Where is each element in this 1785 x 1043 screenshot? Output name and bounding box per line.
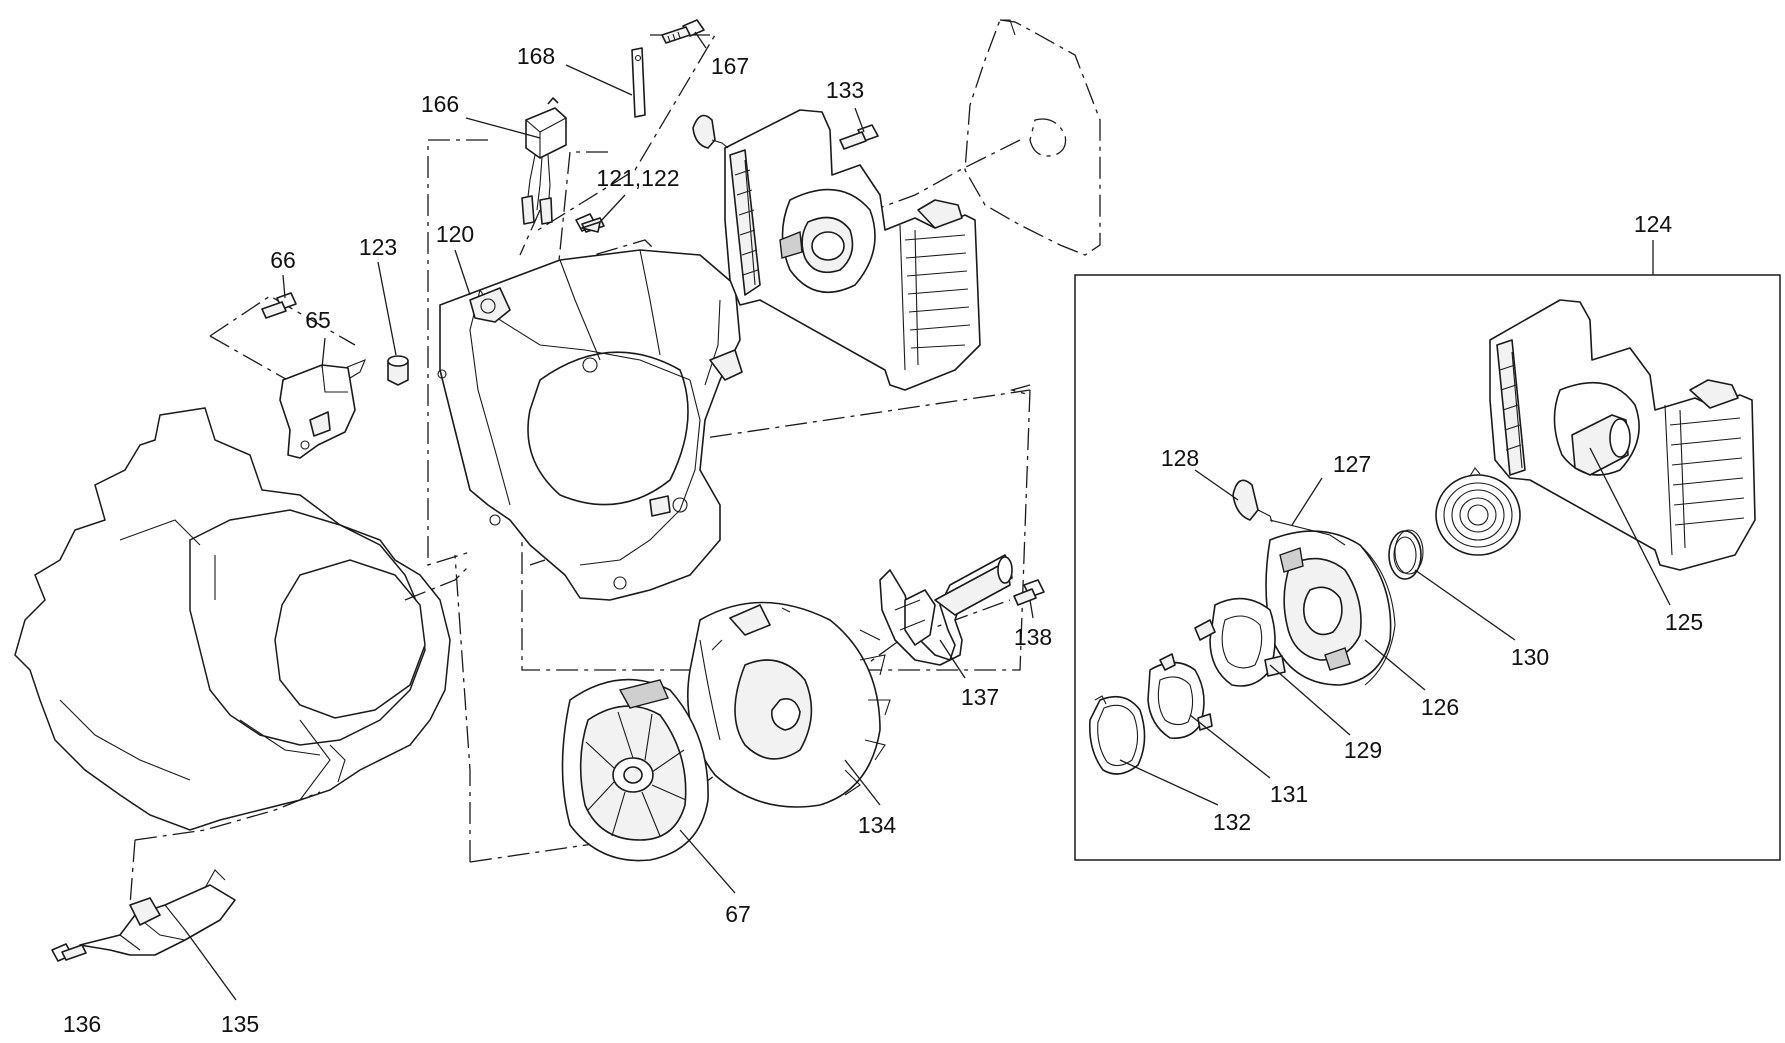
label-167: 167 bbox=[711, 53, 749, 79]
part-132-circlip bbox=[1088, 695, 1146, 775]
label-65: 65 bbox=[305, 307, 331, 333]
part-121-122-bolt bbox=[575, 213, 605, 233]
part-65-bracket bbox=[279, 359, 367, 459]
part-134-flywheel bbox=[687, 601, 891, 808]
label-123: 123 bbox=[359, 234, 397, 260]
label-130: 130 bbox=[1511, 644, 1549, 670]
label-126: 126 bbox=[1421, 694, 1459, 720]
label-132: 132 bbox=[1213, 809, 1251, 835]
part-127-rope bbox=[1269, 519, 1346, 546]
label-120: 120 bbox=[436, 221, 474, 247]
label-124: 124 bbox=[1634, 211, 1673, 237]
part-135-guard bbox=[79, 869, 236, 956]
label-131: 131 bbox=[1270, 781, 1308, 807]
label-168: 168 bbox=[517, 43, 555, 69]
part-120-fan-housing bbox=[437, 249, 743, 601]
part-128-handle bbox=[1232, 479, 1273, 523]
part-167-bolt bbox=[661, 19, 705, 44]
label-136: 136 bbox=[63, 1011, 101, 1037]
part-130-spiral-spring bbox=[1435, 467, 1521, 556]
label-127: 127 bbox=[1333, 451, 1371, 477]
part-166-stop-switch bbox=[521, 97, 567, 225]
part-130-spring-small bbox=[1388, 529, 1424, 580]
fan-cover-phantom bbox=[964, 19, 1101, 256]
label-67: 67 bbox=[725, 901, 751, 927]
part-123-collar bbox=[387, 355, 409, 386]
label-138: 138 bbox=[1014, 624, 1052, 650]
part-126-reel bbox=[1265, 530, 1396, 686]
part-168-strip bbox=[631, 47, 646, 118]
label-128: 128 bbox=[1161, 445, 1199, 471]
label-133: 133 bbox=[826, 77, 864, 103]
recoil-starter-detail-box bbox=[1074, 274, 1781, 861]
part-66-bolt bbox=[261, 292, 297, 319]
label-166: 166 bbox=[421, 91, 459, 117]
part-129-ratchet-plate bbox=[1194, 597, 1286, 687]
part-125-starter-case bbox=[1489, 299, 1756, 571]
label-135: 135 bbox=[221, 1011, 259, 1037]
label-129: 129 bbox=[1344, 737, 1382, 763]
label-66: 66 bbox=[270, 247, 296, 273]
label-134: 134 bbox=[858, 812, 897, 838]
part-138-bolt bbox=[1013, 579, 1045, 606]
engine-block-outline bbox=[14, 407, 451, 831]
leader-lines bbox=[184, 31, 1671, 1001]
part-labels: 168 167 166 133 121,122 124 66 123 120 6… bbox=[63, 43, 1703, 1037]
label-137: 137 bbox=[961, 684, 999, 710]
label-121-122: 121,122 bbox=[596, 165, 679, 191]
label-125: 125 bbox=[1665, 609, 1703, 635]
recoil-starter-installed bbox=[692, 109, 981, 391]
part-67-starter-cup bbox=[561, 678, 709, 862]
part-137-starter-pulley bbox=[879, 554, 1013, 666]
part-131-friction-plate bbox=[1147, 653, 1213, 740]
part-136-bolt bbox=[51, 943, 87, 962]
part-133-bolt bbox=[839, 124, 879, 150]
